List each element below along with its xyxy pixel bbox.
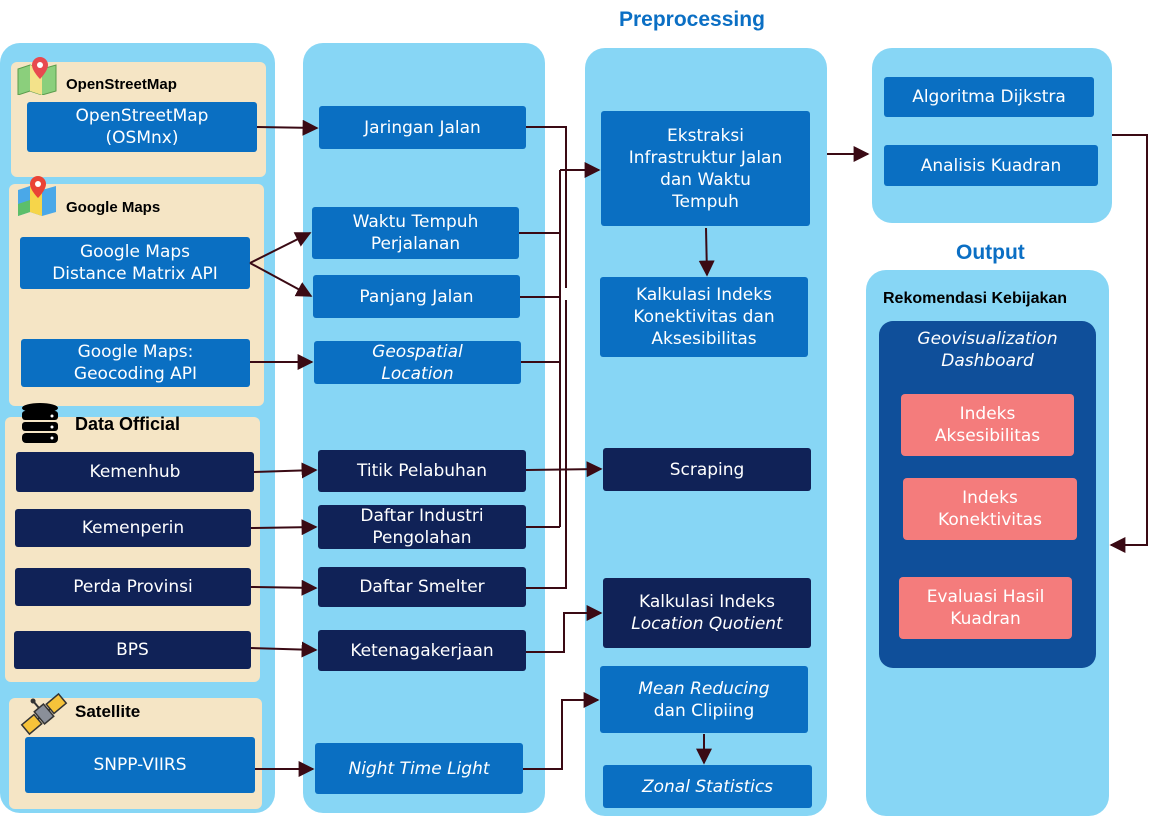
rekomendasi-header: Rekomendasi Kebijakan <box>883 290 1068 307</box>
daftar-industri-box: Daftar Industri Pengolahan <box>318 505 526 549</box>
kemenperin-box: Kemenperin <box>15 509 251 547</box>
preprocessing-title: Preprocessing <box>619 8 765 31</box>
scraping-box: Scraping <box>603 448 811 491</box>
google-maps-icon <box>18 176 56 216</box>
dashboard-title: Geovisualization Dashboard <box>917 329 1058 371</box>
analisis-kuadran-box: Analisis Kuadran <box>884 145 1098 186</box>
data-panel <box>303 43 545 813</box>
osm-header: OpenStreetMap <box>66 76 177 93</box>
kalkulasi-lq-box: Kalkulasi Indeks Location Quotient <box>603 578 811 648</box>
ketenagakerjaan-box: Ketenagakerjaan <box>318 630 526 671</box>
waktu-tempuh-box: Waktu Tempuh Perjalanan <box>312 207 519 259</box>
output-title: Output <box>956 241 1025 264</box>
mean-reducing-box: Mean Reducing dan Clipiing <box>600 666 808 733</box>
panjang-jalan-box: Panjang Jalan <box>313 275 520 318</box>
kemenhub-box: Kemenhub <box>16 452 254 492</box>
mean-reducing-line2: dan Clipiing <box>653 700 755 721</box>
official-header: Data Official <box>75 414 181 434</box>
satellite-header: Satellite <box>75 702 141 721</box>
database-icon <box>22 403 58 443</box>
evaluasi-kuadran-box: Evaluasi Hasil Kuadran <box>899 577 1072 639</box>
night-time-light-box: Night Time Light <box>315 743 523 794</box>
geospatial-location-box: Geospatial Location <box>314 341 521 384</box>
osmnx-box: OpenStreetMap (OSMnx) <box>27 102 257 152</box>
mean-reducing-line1: Mean Reducing <box>638 678 770 699</box>
indeks-aksesibilitas-box: Indeks Aksesibilitas <box>901 394 1074 456</box>
zonal-statistics-box: Zonal Statistics <box>603 765 812 808</box>
ekstraksi-box: Ekstraksi Infrastruktur Jalan dan Waktu … <box>601 111 810 226</box>
kalkulasi-lq-line2: Location Quotient <box>631 614 783 634</box>
indeks-konektivitas-box: Indeks Konektivitas <box>903 478 1077 540</box>
perda-provinsi-box: Perda Provinsi <box>15 568 251 606</box>
kalkulasi-konektivitas-box: Kalkulasi Indeks Konektivitas dan Aksesi… <box>600 277 808 357</box>
jaringan-jalan-box: Jaringan Jalan <box>319 106 526 149</box>
daftar-smelter-box: Daftar Smelter <box>318 567 526 607</box>
satellite-icon <box>20 692 68 736</box>
kalkulasi-lq-line1: Kalkulasi Indeks <box>639 592 775 612</box>
bps-box: BPS <box>14 631 251 669</box>
snpp-viirs-box: SNPP-VIIRS <box>25 737 255 793</box>
titik-pelabuhan-box: Titik Pelabuhan <box>318 450 526 492</box>
gmaps-header: Google Maps <box>66 199 161 216</box>
dijkstra-box: Algoritma Dijkstra <box>884 77 1094 117</box>
map-pin-icon <box>17 57 57 95</box>
geocoding-api-box: Google Maps: Geocoding API <box>21 339 250 387</box>
distance-matrix-api-box: Google Maps Distance Matrix API <box>20 237 250 289</box>
